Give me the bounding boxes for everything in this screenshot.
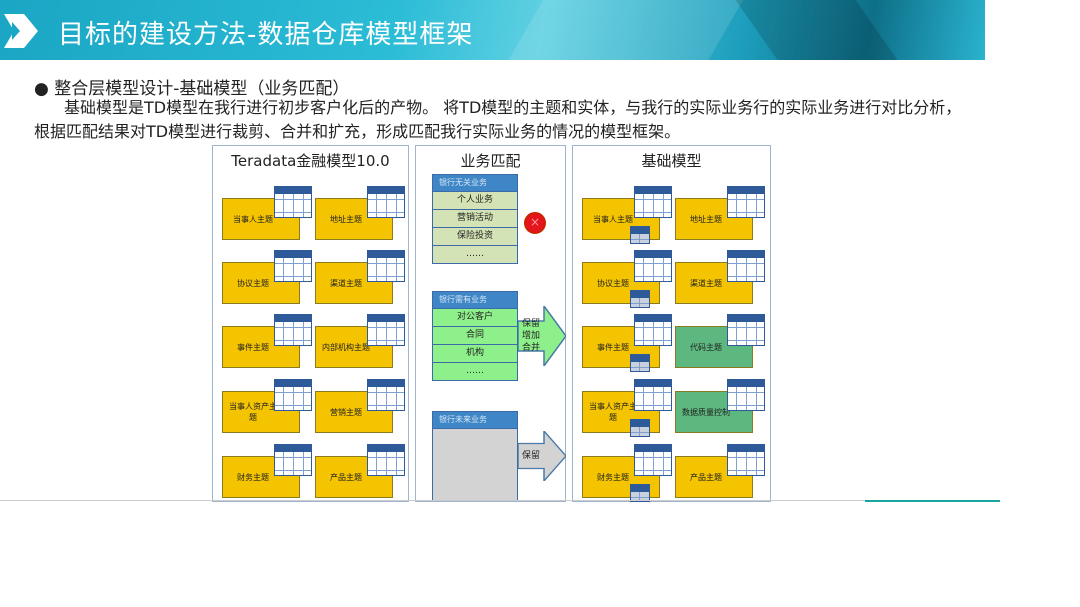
topic-card: 产品主题 bbox=[315, 456, 393, 498]
group-header: 银行未来业务 bbox=[433, 412, 517, 428]
topic-card: 财务主题 bbox=[222, 456, 300, 498]
logo-icon bbox=[4, 14, 38, 48]
arrow-label: 保留 bbox=[522, 451, 541, 461]
arrow-label: 保留增加合并 bbox=[522, 319, 541, 353]
table-icon bbox=[274, 186, 312, 218]
business-group: 银行需有业务对公客户合同机构…… bbox=[432, 291, 518, 381]
table-icon bbox=[727, 314, 765, 346]
panel-title: Teradata金融模型10.0 bbox=[231, 152, 390, 170]
table-small-icon bbox=[630, 290, 650, 308]
table-icon bbox=[727, 379, 765, 411]
table-icon bbox=[274, 314, 312, 346]
table-icon bbox=[274, 250, 312, 282]
table-small-icon bbox=[630, 484, 650, 502]
page-title: 目标的建设方法-数据仓库模型框架 bbox=[58, 20, 474, 50]
table-icon bbox=[274, 444, 312, 476]
table-icon bbox=[727, 444, 765, 476]
group-header: 银行需有业务 bbox=[433, 292, 517, 308]
panel-title: 基础模型 bbox=[641, 152, 702, 170]
description: 基础模型是TD模型在我行进行初步客户化后的产物。 将TD模型的主题和实体，与我行… bbox=[34, 98, 962, 141]
arrow-icon bbox=[518, 306, 566, 366]
table-icon bbox=[634, 314, 672, 346]
table-small-icon bbox=[630, 354, 650, 372]
group-item: 合同 bbox=[433, 326, 517, 344]
table-icon bbox=[367, 444, 405, 476]
table-icon bbox=[634, 379, 672, 411]
accent-line bbox=[865, 500, 1000, 502]
table-icon bbox=[727, 186, 765, 218]
table-small-icon bbox=[630, 226, 650, 244]
table-icon bbox=[367, 379, 405, 411]
table-icon bbox=[634, 250, 672, 282]
business-match-panel: 业务匹配 银行无关业务个人业务营销活动保险投资……×银行需有业务对公客户合同机构… bbox=[415, 145, 566, 502]
group-item: 营销活动 bbox=[433, 209, 517, 227]
arrow-icon bbox=[518, 431, 566, 481]
group-item: …… bbox=[433, 245, 517, 263]
business-group: 银行无关业务个人业务营销活动保险投资…… bbox=[432, 174, 518, 264]
section-heading: ● 整合层模型设计-基础模型（业务匹配） bbox=[34, 79, 350, 99]
table-icon bbox=[634, 186, 672, 218]
business-group: 银行未来业务 bbox=[432, 411, 518, 501]
title-banner: 目标的建设方法-数据仓库模型框架 bbox=[0, 0, 985, 60]
teradata-model-panel: Teradata金融模型10.0 当事人主题地址主题协议主题渠道主题事件主题内部… bbox=[212, 145, 409, 502]
table-icon bbox=[274, 379, 312, 411]
group-item: 对公客户 bbox=[433, 308, 517, 326]
base-model-panel: 基础模型 当事人主题地址主题协议主题渠道主题事件主题代码主题当事人资产主题数据质… bbox=[572, 145, 771, 502]
panel-title: 业务匹配 bbox=[460, 152, 521, 170]
remove-icon: × bbox=[524, 212, 546, 234]
table-icon bbox=[367, 186, 405, 218]
table-icon bbox=[367, 250, 405, 282]
table-icon bbox=[727, 250, 765, 282]
group-body bbox=[433, 428, 517, 500]
table-icon bbox=[367, 314, 405, 346]
group-item: 保险投资 bbox=[433, 227, 517, 245]
group-header: 银行无关业务 bbox=[433, 175, 517, 191]
divider bbox=[0, 500, 865, 501]
group-item: 个人业务 bbox=[433, 191, 517, 209]
group-item: 机构 bbox=[433, 344, 517, 362]
table-small-icon bbox=[630, 419, 650, 437]
table-icon bbox=[634, 444, 672, 476]
group-item: …… bbox=[433, 362, 517, 380]
